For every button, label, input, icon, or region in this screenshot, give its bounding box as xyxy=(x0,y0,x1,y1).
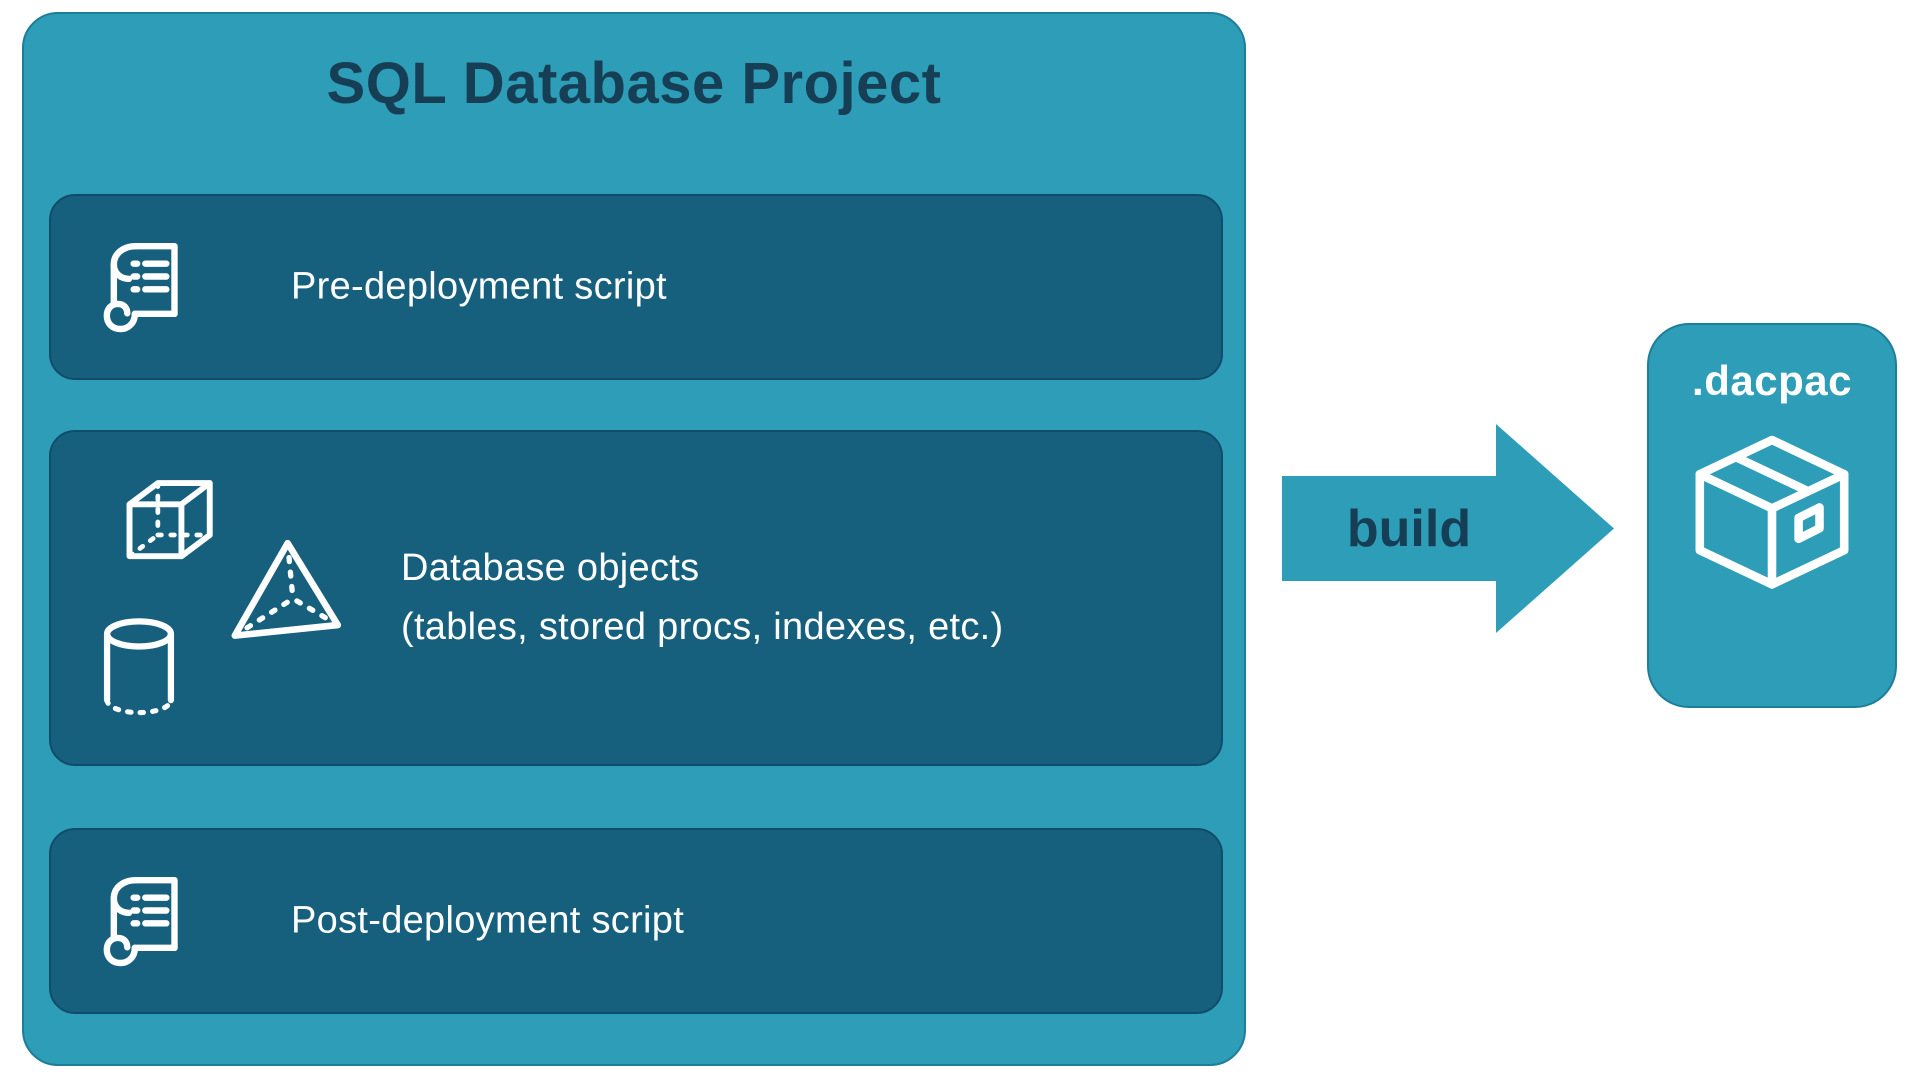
dacpac-label: .dacpac xyxy=(1692,357,1852,404)
cylinder-icon xyxy=(93,610,185,724)
pyramid-icon xyxy=(219,530,351,662)
build-arrow-label: build xyxy=(1346,499,1472,558)
scroll-icon xyxy=(87,865,199,977)
scroll-icon xyxy=(87,231,199,343)
post-deployment-panel: Post-deployment script xyxy=(49,828,1223,1014)
dacpac-box: .dacpac xyxy=(1647,323,1897,708)
package-icon xyxy=(1677,421,1867,611)
build-arrow: build xyxy=(1282,421,1616,636)
database-objects-panel: Database objects (tables, stored procs, … xyxy=(49,430,1223,766)
database-objects-line1: Database objects xyxy=(401,547,700,590)
post-deployment-label: Post-deployment script xyxy=(291,899,685,942)
pre-deployment-panel: Pre-deployment script xyxy=(49,194,1223,380)
cube-icon xyxy=(113,468,231,576)
sql-database-project-container: SQL Database Project Pre-deployment scri… xyxy=(22,12,1246,1066)
database-objects-line2: (tables, stored procs, indexes, etc.) xyxy=(401,606,1004,648)
arrow-shape xyxy=(1282,424,1614,633)
pre-deployment-label: Pre-deployment script xyxy=(291,265,667,308)
project-title: SQL Database Project xyxy=(326,51,942,116)
database-objects-label: Database objects (tables, stored procs, … xyxy=(401,432,1003,764)
